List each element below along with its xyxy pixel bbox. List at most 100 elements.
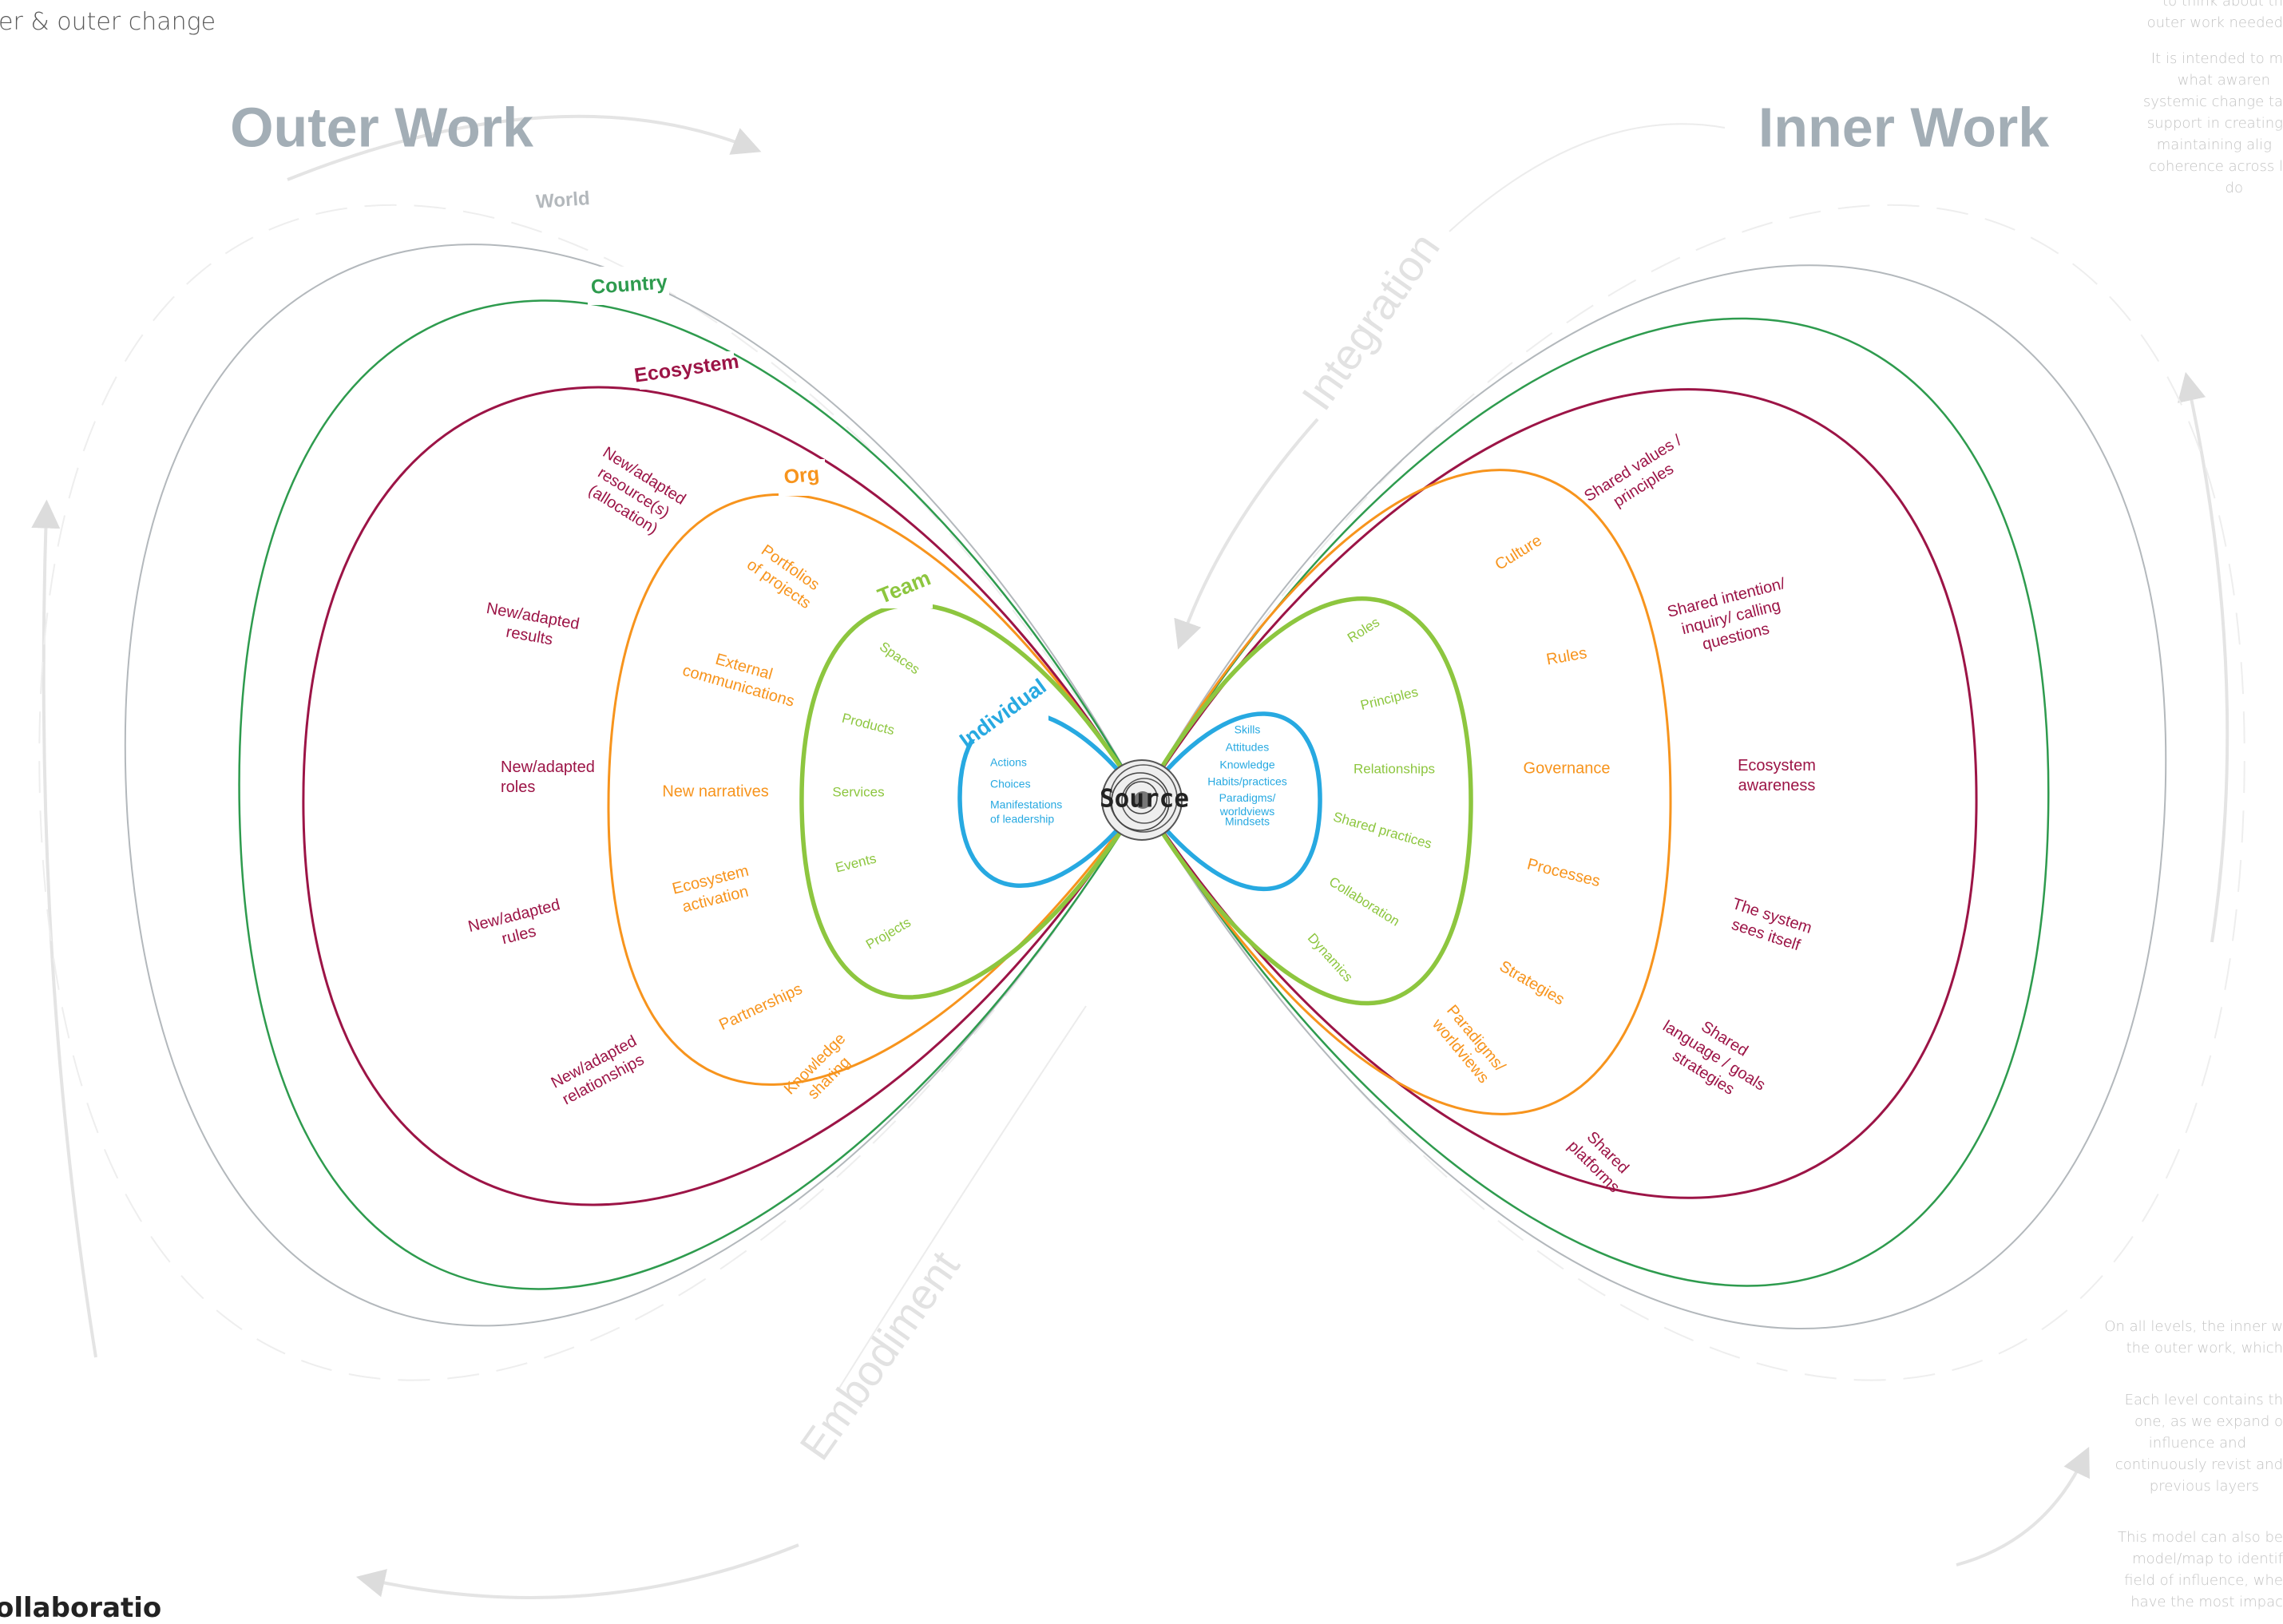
source-label: Source [1100, 785, 1189, 814]
level-label-org: Org [783, 462, 820, 488]
inner-loop-individual [1140, 711, 1322, 891]
sidebar-bottom-line: model/map to identif [2132, 1551, 2283, 1567]
outer-team-item: Services [832, 784, 884, 799]
outer-ecosystem-item: New/adaptedresource(s)(allocation) [578, 444, 688, 543]
inner-individual-item: Habits/practices [1207, 775, 1287, 788]
sidebar-intro-line: maintaining alig [2156, 137, 2272, 153]
outer-team-item: Spaces [877, 639, 922, 677]
level-label-world: World [535, 188, 590, 213]
inner-org-item: Strategies [1496, 957, 1568, 1008]
integration-label: Integration [1293, 224, 1449, 418]
outer-org-item: Externalcommunications [680, 643, 802, 711]
outer-work-title: Outer Work [230, 96, 533, 158]
inner-org-item: Rules [1545, 644, 1588, 669]
inner-individual-item: Skills [1235, 723, 1261, 736]
sidebar-top-line: outer work needed [2146, 14, 2283, 31]
inner-bottom-arc-arrow [1956, 1447, 2090, 1567]
sidebar-bottom-line: one, as we expand o [2134, 1413, 2283, 1430]
sidebar-bottom-text-2: Each level contains th one, as we expand… [2027, 1389, 2283, 1497]
sidebar-top-text: to think about th outer work needed [2091, 0, 2283, 34]
sidebar-intro-line: systemic change ta [2142, 93, 2283, 110]
sidebar-intro-line: what awaren [2177, 72, 2270, 89]
integration-arrow [1174, 418, 1319, 650]
outer-loop-world [124, 244, 1143, 1327]
inner-loop-country [1140, 317, 2050, 1287]
inner-individual-item: Knowledge [1219, 759, 1274, 771]
sidebar-intro-line: coherence across l [2149, 158, 2283, 175]
outer-individual-item: Actions [990, 756, 1027, 769]
footer-title-fragment: ollaboratio [0, 1592, 162, 1624]
sidebar-bottom-text-3: This model can also be model/map to iden… [2027, 1527, 2283, 1613]
outer-loop-ecosystem [302, 386, 1143, 1206]
level-label-country: Country [590, 271, 668, 299]
inner-team-item: Collaboration [1326, 874, 1402, 929]
inner-ecosystem-item: The systemsees itself [1724, 895, 1814, 957]
outer-org-item: Portfoliosof projects [743, 540, 826, 612]
inner-org-item: Governance [1524, 759, 1611, 777]
inner-loop-team [1140, 596, 1473, 1006]
outer-loop-individual [957, 710, 1144, 888]
inner-faint-shell [1141, 204, 2245, 1381]
sidebar-bottom-line: On all levels, the inner w [2104, 1318, 2283, 1335]
sidebar-bottom-line: the outer work, which [2126, 1340, 2283, 1357]
inner-loop-org [1140, 469, 1672, 1115]
sidebar-intro-line: support in creating [2146, 115, 2283, 132]
sidebar-bottom-line: have the most impac [2130, 1594, 2283, 1610]
outer-loop-team [799, 602, 1144, 1000]
inner-ecosystem-item: Sharedlanguage / goalsstrategies [1649, 1000, 1779, 1111]
sidebar-bottom-line: previous layers [2149, 1478, 2259, 1495]
sidebar-bottom-line: continuously revist and [2115, 1456, 2283, 1473]
inner-loops [1140, 264, 2167, 1329]
outer-left-arc-arrow [31, 499, 97, 1358]
outer-org-item: Partnerships [716, 980, 805, 1034]
inner-work-title: Inner Work [1758, 96, 2049, 158]
inner-individual-item: Attitudes [1226, 741, 1269, 754]
page-subtitle: er & outer change [0, 8, 216, 36]
outer-org-item: Ecosystemactivation [671, 862, 755, 917]
inner-individual-item: Mindsets [1225, 815, 1270, 828]
outer-team-item: Products [840, 711, 896, 739]
inner-team-item: Relationships [1354, 761, 1435, 776]
inner-right-arc-arrow [2177, 371, 2229, 943]
inner-ecosystem-item: Shared values /principles [1581, 431, 1695, 522]
inner-org-item: Culture [1492, 532, 1544, 574]
inner-loop-ecosystem [1140, 388, 1978, 1199]
outer-ecosystem-item: New/adaptedrules [466, 896, 567, 955]
outer-team-item: Events [834, 851, 878, 876]
inner-team-item: Principles [1359, 684, 1420, 713]
sidebar-intro-line: do [2225, 180, 2243, 196]
sidebar-bottom-line: field of influence, whe [2124, 1572, 2283, 1589]
outer-team-item: Projects [863, 915, 914, 953]
inner-loop-world [1141, 264, 2167, 1329]
sidebar-intro-line: It is intended to m [2150, 50, 2283, 67]
outer-faint-shell [38, 204, 1143, 1381]
source-node [1101, 759, 1183, 841]
inner-ecosystem-item: Sharedplatforms [1564, 1123, 1637, 1196]
sidebar-intro-text: It is intended to m what awaren systemic… [2075, 48, 2283, 199]
outer-loop-org [607, 493, 1143, 1086]
outer-org-item: New narratives [662, 782, 768, 800]
inner-team-item: Dynamics [1305, 930, 1356, 984]
outer-loops [124, 244, 1144, 1327]
outer-bottom-arc-arrow [355, 1543, 799, 1600]
inner-org-item: Paradigms/worldviews [1428, 1002, 1508, 1088]
outer-individual-item: Choices [990, 778, 1031, 790]
sidebar-bottom-line: influence and [2148, 1435, 2246, 1452]
inner-org-item: Processes [1525, 855, 1602, 890]
inner-team-item: Roles [1345, 615, 1382, 646]
inner-ecosystem-item: Shared intention/inquiry/ callingquestio… [1666, 575, 1797, 660]
inner-team-item: Shared practices [1331, 809, 1433, 851]
embodiment-flow-line [838, 1005, 1087, 1390]
outer-ecosystem-item: New/adaptedresults [482, 600, 581, 653]
outer-ecosystem-item: New/adaptedrelationships [549, 1032, 649, 1110]
level-label-masks [527, 182, 1048, 739]
embodiment-label: Embodiment [791, 1242, 969, 1468]
outer-org-item: Knowledgesharing [781, 1030, 863, 1112]
outer-loop-country [238, 299, 1143, 1290]
sidebar-bottom-line: Each level contains th [2124, 1392, 2283, 1408]
sidebar-top-line: to think about th [2162, 0, 2283, 10]
sidebar-bottom-text-1: On all levels, the inner w the outer wor… [2027, 1316, 2283, 1359]
